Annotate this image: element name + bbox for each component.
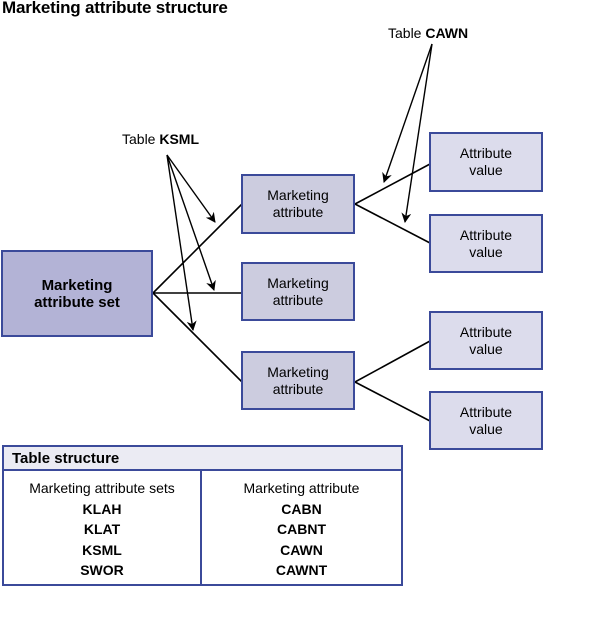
connector-attr3-val3 [354,340,431,383]
node-label-line2: attribute [272,204,324,220]
table-code: CABN [281,500,322,517]
node-label-line2: attribute set [34,293,120,311]
cawn-arrow-1 [382,43,433,183]
table-structure-panel: Table structure Marketing attribute sets… [2,445,403,586]
node-label-line1: Marketing [41,276,113,294]
connector-attr1-val2 [354,203,431,244]
table-structure-heading: Table structure [4,447,401,471]
node-label-line2: value [469,340,503,357]
node-label-line1: Attribute [459,226,513,243]
table-code: CAWN [280,541,323,558]
node-label-line1: Marketing [267,274,329,291]
ksml-arrow-3 [166,154,197,331]
node-label-line2: value [469,162,503,178]
callout-table-name: KSML [159,131,200,147]
node-label-line1: Marketing [267,363,329,380]
table-code: CABNT [277,521,326,537]
ksml-arrow-1 [166,154,216,223]
callout-table-ksml: Table KSML [122,131,199,147]
table-code: KSML [82,541,122,558]
cawn-arrow-2 [401,43,433,223]
node-label-line1: Attribute [459,403,513,420]
connector-set-attr3 [152,292,243,383]
callout-table-cawn: Table CAWN [388,25,468,41]
ksml-arrow-2 [166,154,216,291]
table-code: CAWNT [275,562,328,578]
node-label-line1: Attribute [459,145,513,161]
table-column-attribute: Marketing attribute CABN CABNT CAWN CAWN… [202,471,401,584]
node-label-line2: attribute [272,291,324,308]
node-label-line1: Marketing [267,187,329,203]
column-header: Marketing attribute sets [29,480,175,496]
diagram-title: Marketing attribute structure [2,0,228,17]
node-label-line1: Attribute [459,323,513,340]
connector-attr3-val4 [354,381,431,422]
table-code: KLAT [83,521,121,537]
node-label-line2: value [469,243,503,260]
table-code: SWOR [80,562,124,578]
callout-table-name: CAWN [425,25,469,41]
node-label-line2: attribute [272,380,324,397]
table-column-attribute-sets: Marketing attribute sets KLAH KLAT KSML … [4,471,202,584]
connector-attr1-val1 [354,163,431,205]
column-header: Marketing attribute [243,480,360,496]
callout-prefix: Table [122,131,160,147]
node-label-line2: value [469,420,503,437]
table-code: KLAH [82,500,122,517]
callout-prefix: Table [388,25,426,41]
connector-set-attr1 [152,203,243,294]
